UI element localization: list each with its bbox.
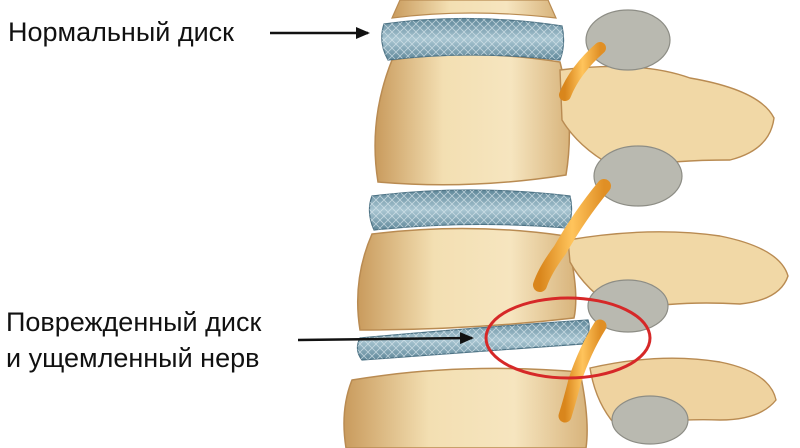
normal-disc-label: Нормальный диск (8, 14, 234, 50)
damaged-disc-arrow (297, 332, 474, 345)
normal-disc-label-text: Нормальный диск (8, 17, 234, 47)
ganglion-clusters (585, 9, 689, 445)
damaged-disc-label: Поврежденный диск и ущемленный нерв (6, 304, 261, 376)
nerve-roots (533, 42, 611, 423)
vertebra-bottom (343, 367, 588, 448)
damaged-disc-label-line2: и ущемленный нерв (6, 343, 260, 373)
middle-disc-shape (368, 189, 573, 231)
damaged-disc-label-line1: Поврежденный диск (6, 307, 262, 337)
damage-highlight-circle (484, 296, 652, 380)
vertebra-top (374, 0, 571, 186)
normal-disc-shape (381, 17, 565, 61)
